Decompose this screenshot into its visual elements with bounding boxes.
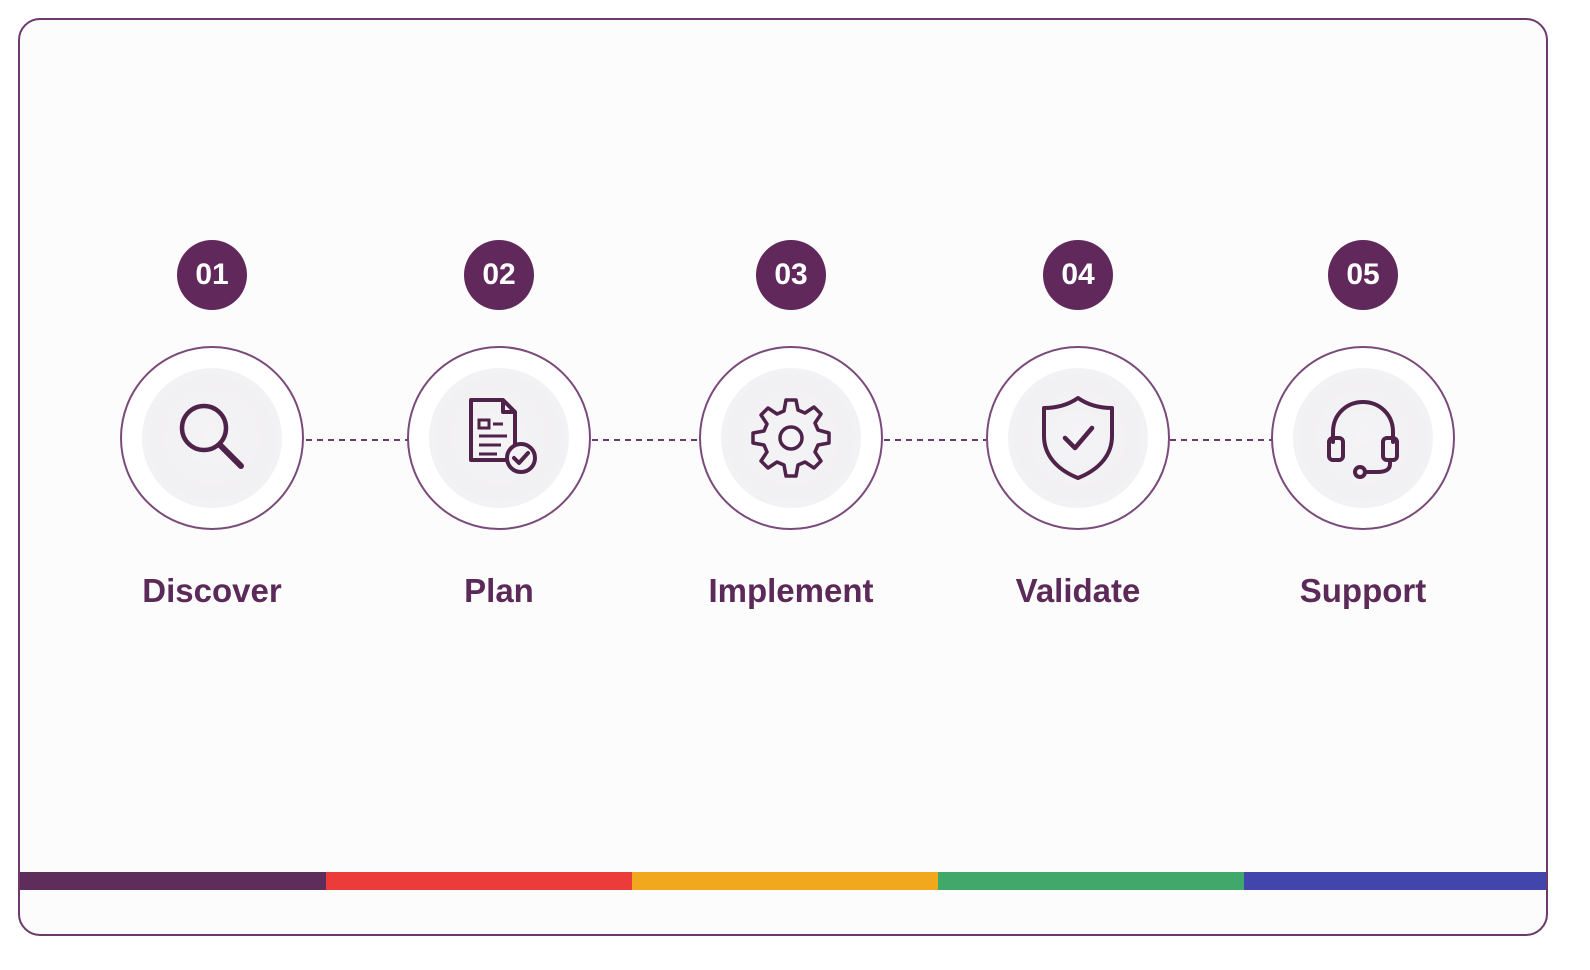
- headset-icon: [1327, 400, 1399, 479]
- step-number-badge: 03: [756, 240, 826, 310]
- step-icon-circle: [1271, 346, 1455, 530]
- color-segment-1: [20, 872, 326, 890]
- document-check-icon: [469, 398, 537, 474]
- step-icon-circle: [986, 346, 1170, 530]
- color-bar: [20, 872, 1546, 890]
- gear-icon: [751, 398, 831, 478]
- color-segment-2: [326, 872, 632, 890]
- step-icon-circle: [407, 346, 591, 530]
- shield-check-icon: [1042, 396, 1114, 480]
- color-segment-5: [1244, 872, 1546, 890]
- color-segment-3: [632, 872, 938, 890]
- step-number-badge: 04: [1043, 240, 1113, 310]
- step-icon-circle: [120, 346, 304, 530]
- search-icon: [179, 403, 244, 469]
- step-label: Plan: [464, 572, 534, 609]
- step-icon-circle: [699, 346, 883, 530]
- process-card: 01 Discover 02 Pl: [18, 18, 1548, 936]
- step-label: Discover: [142, 572, 282, 609]
- step-number-badge: 02: [464, 240, 534, 310]
- step-number-badge: 05: [1328, 240, 1398, 310]
- step-label: Support: [1299, 572, 1427, 609]
- color-segment-4: [938, 872, 1244, 890]
- step-number-badge: 01: [177, 240, 247, 310]
- step-label: Validate: [1015, 572, 1141, 609]
- step-label: Implement: [708, 572, 874, 609]
